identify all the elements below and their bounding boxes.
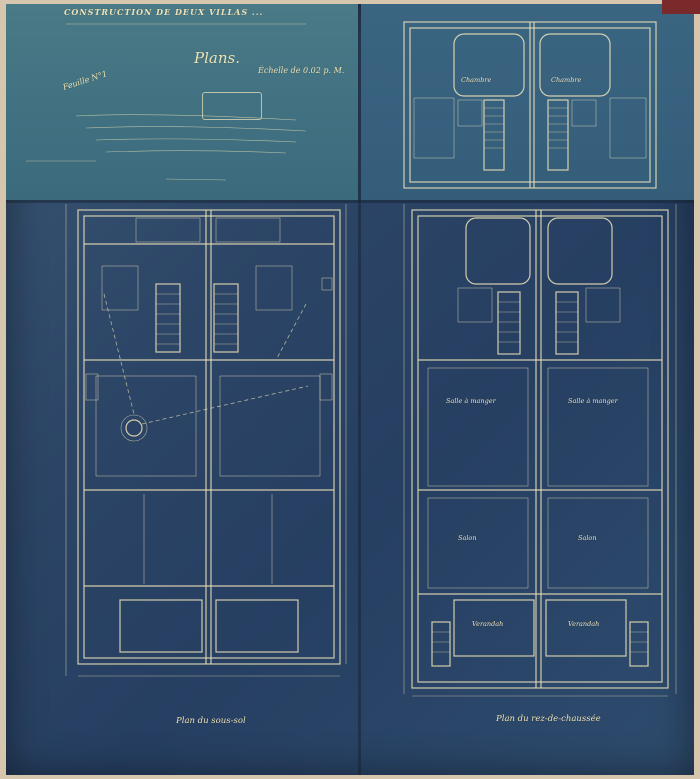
room-label-salon-left: Salon: [458, 534, 477, 542]
blueprint-sheet: CONSTRUCTION DE DEUX VILLAS ... Plans. F…: [6, 4, 694, 775]
room-label-chambre-left: Chambre: [461, 76, 492, 84]
room-label-verandah-right: Verandah: [568, 620, 600, 628]
ground-floor-plan: [403, 204, 677, 697]
title-block: [6, 4, 358, 200]
room-label-verandah-left: Verandah: [472, 620, 504, 628]
room-label-chambre-right: Chambre: [551, 76, 582, 84]
title-notes: [26, 23, 307, 181]
caption-ground-floor: Plan du rez-de-chaussée: [496, 714, 601, 724]
approval-stamp: [202, 92, 262, 120]
floor-plans-drawing: [26, 21, 677, 697]
fold-line-horizontal: [6, 200, 694, 203]
sheet-title: Plans.: [194, 49, 240, 67]
room-label-dining-right: Salle à manger: [568, 397, 618, 405]
scale-note: Échelle de 0.02 p. M.: [258, 66, 345, 75]
upper-floor-plan: [403, 21, 657, 189]
fold-line-vertical: [358, 4, 361, 775]
basement-plan: [65, 204, 347, 677]
room-label-dining-left: Salle à manger: [446, 397, 496, 405]
header-line: CONSTRUCTION DE DEUX VILLAS ...: [64, 7, 264, 17]
upper-floor-panel: [361, 4, 694, 200]
room-label-salon-right: Salon: [578, 534, 597, 542]
red-corner-mark: [662, 0, 700, 14]
caption-basement: Plan du sous-sol: [176, 716, 246, 726]
